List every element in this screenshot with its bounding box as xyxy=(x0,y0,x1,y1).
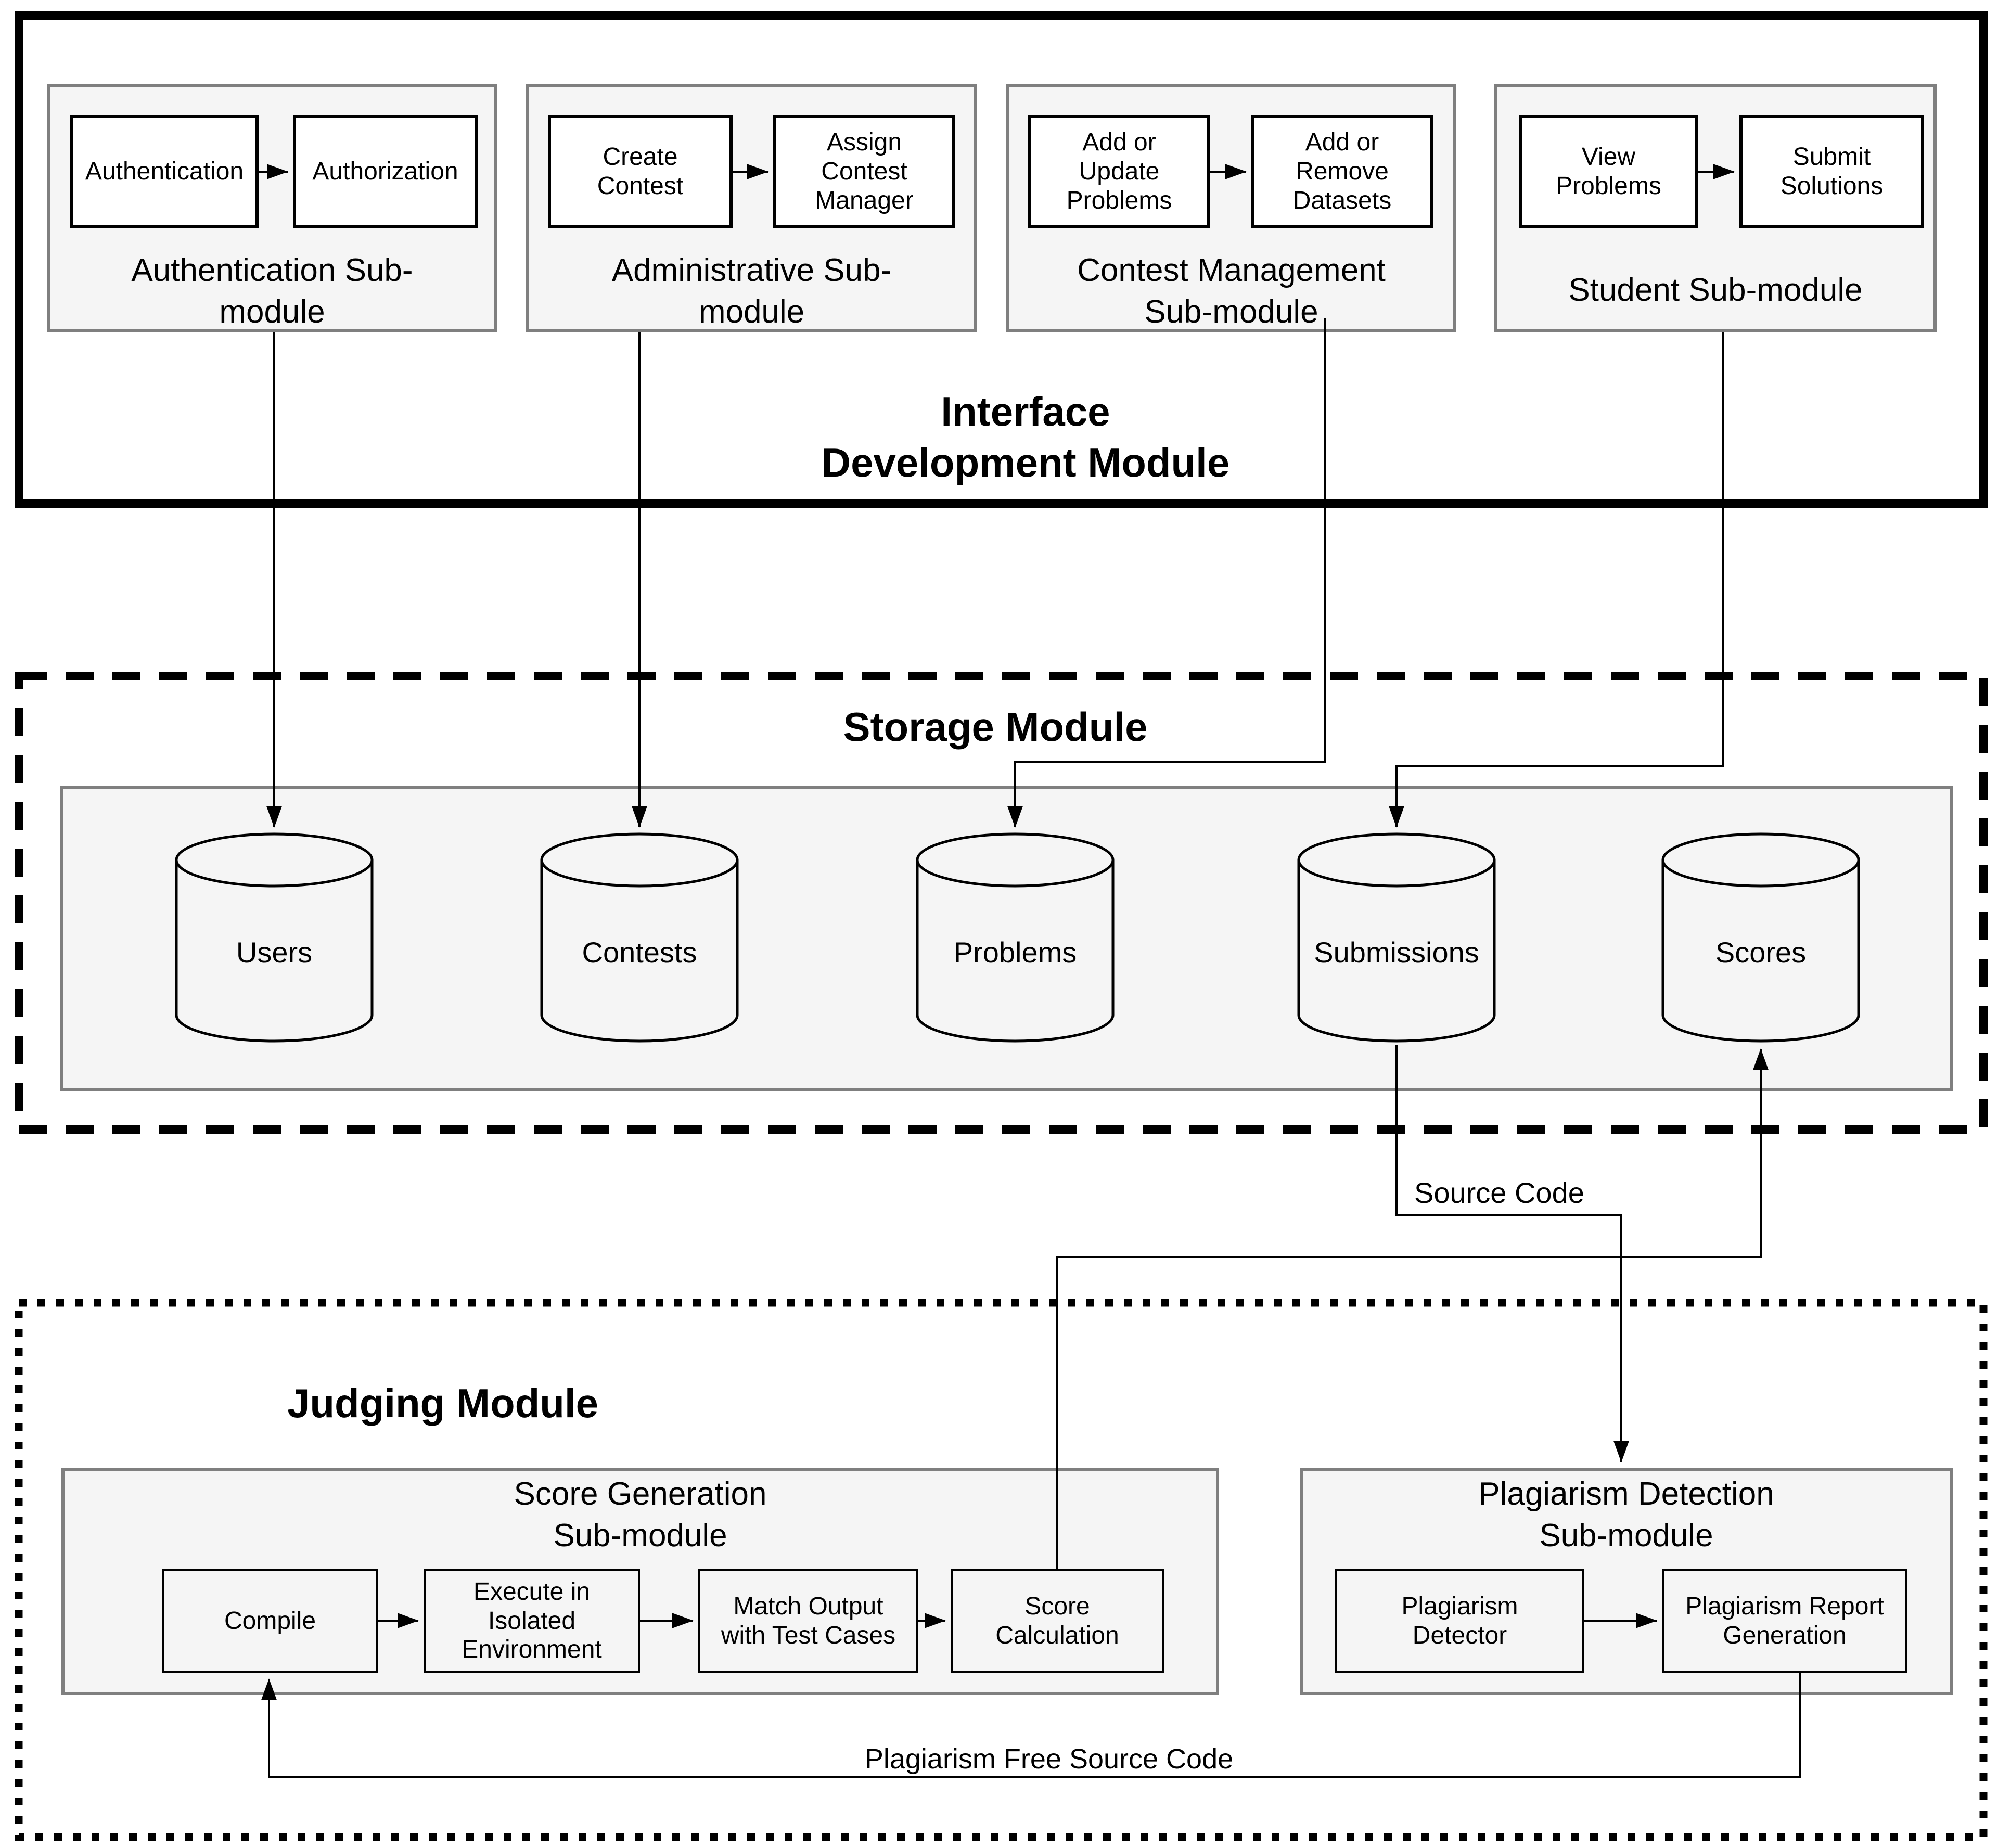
interface-development-module-title: Interface Development Module xyxy=(821,389,1230,485)
users-database-label: Users xyxy=(236,936,313,969)
add-update-problems-node: Add or Update Problems xyxy=(1028,115,1210,228)
judging-module-title: Judging Module xyxy=(287,1380,598,1426)
score-generation-submodule-label: Score Generation Sub-module xyxy=(514,1476,767,1554)
source-code-edge-label: Source Code xyxy=(1414,1176,1584,1209)
contest-management-submodule-label: Contest Management Sub-module xyxy=(1077,252,1386,330)
problems-database-label: Problems xyxy=(953,936,1077,969)
scores-database: Scores xyxy=(1660,831,1861,1045)
plagiarism-detector-node: Plagiarism Detector xyxy=(1335,1569,1584,1673)
student-submodule-label: Student Sub-module xyxy=(1568,272,1863,308)
assign-contest-manager-node: Assign Contest Manager xyxy=(773,115,955,228)
authentication-node: Authentication xyxy=(70,115,259,228)
plagiarism-detection-submodule-label: Plagiarism Detection Sub-module xyxy=(1478,1476,1774,1554)
connector-submissions-to-plagiarism-detection xyxy=(1395,1045,1629,1462)
authentication-submodule-label: Authentication Sub- module xyxy=(131,252,413,330)
contests-database-label: Contests xyxy=(582,936,697,969)
match-output-test-cases-node: Match Output with Test Cases xyxy=(698,1569,918,1673)
users-database: Users xyxy=(174,831,375,1045)
submit-solutions-node: Submit Solutions xyxy=(1739,115,1924,228)
administrative-submodule-label: Administrative Sub- module xyxy=(611,252,892,330)
create-contest-node: Create Contest xyxy=(548,115,733,228)
submissions-database-label: Submissions xyxy=(1314,936,1479,969)
submissions-database: Submissions xyxy=(1296,831,1497,1045)
plagiarism-report-generation-node: Plagiarism Report Generation xyxy=(1662,1569,1907,1673)
connector-student-to-submissions xyxy=(1389,332,1724,828)
storage-module-title: Storage Module xyxy=(843,704,1148,750)
problems-database: Problems xyxy=(915,831,1116,1045)
add-remove-datasets-node: Add or Remove Datasets xyxy=(1251,115,1433,228)
score-calculation-node: Score Calculation xyxy=(951,1569,1164,1673)
scores-database-label: Scores xyxy=(1715,936,1807,969)
plagiarism-free-source-code-edge-label: Plagiarism Free Source Code xyxy=(864,1743,1234,1775)
execute-isolated-environment-node: Execute in Isolated Environment xyxy=(424,1569,640,1673)
authorization-node: Authorization xyxy=(293,115,478,228)
contests-database: Contests xyxy=(539,831,740,1045)
compile-node: Compile xyxy=(162,1569,378,1673)
view-problems-node: View Problems xyxy=(1519,115,1698,228)
